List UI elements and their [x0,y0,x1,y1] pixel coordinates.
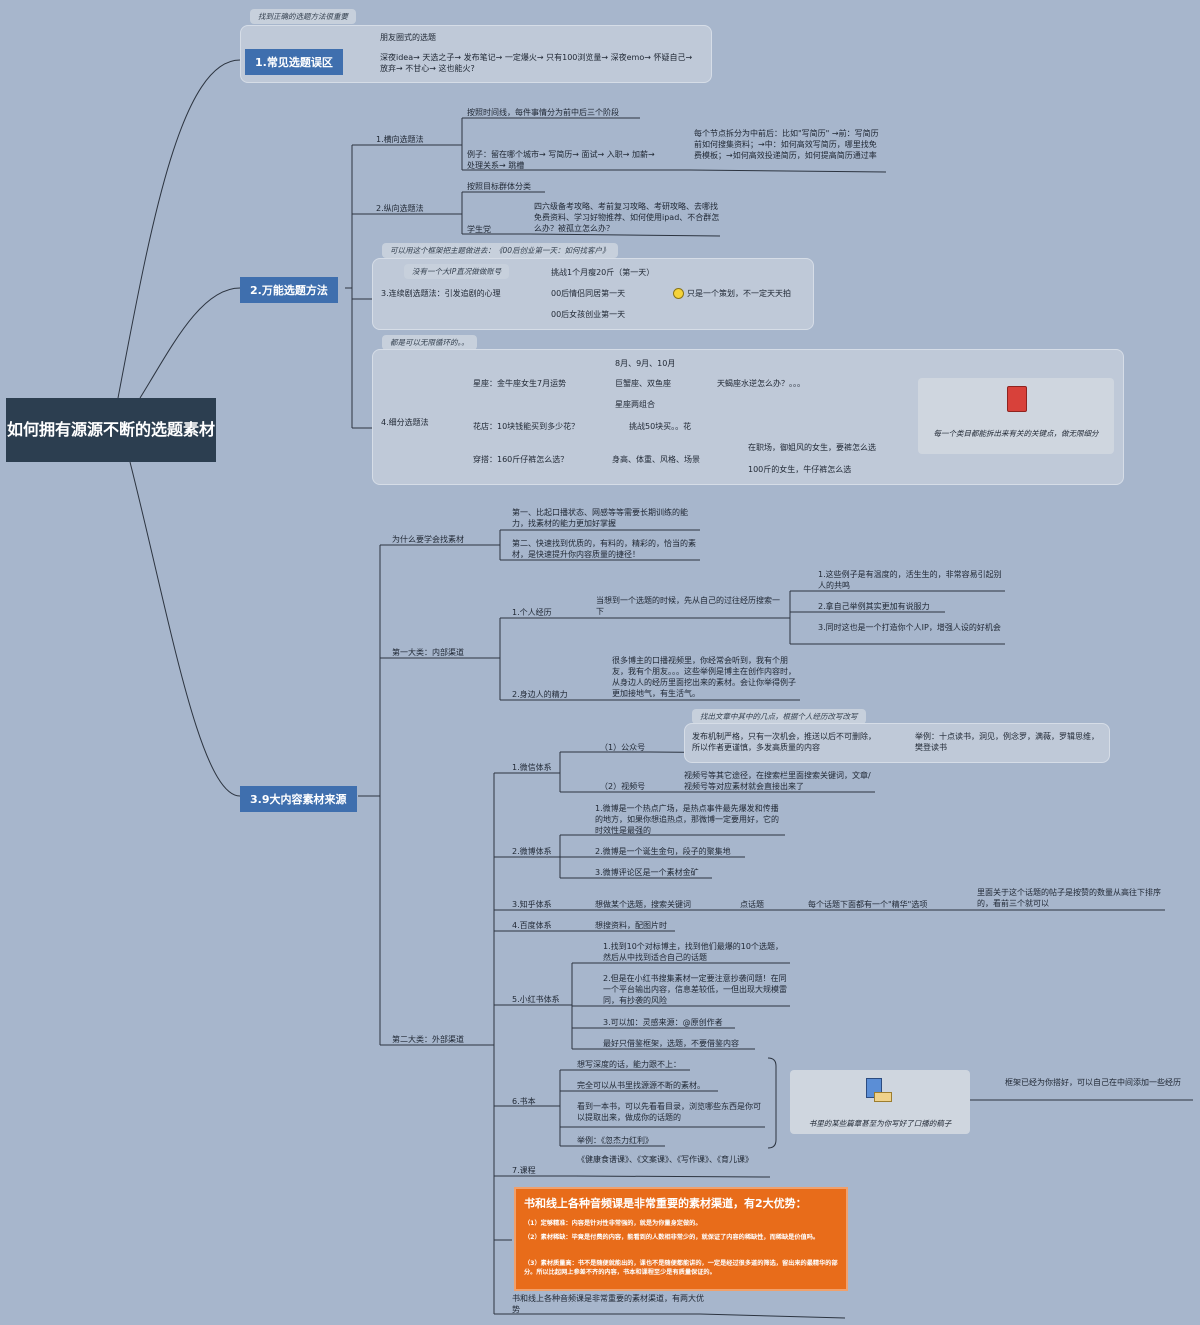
b3-zh-d: 里面关于这个话题的帖子是按赞的数量从高往下排序的，看前三个就可以 [977,888,1161,908]
b2-s3-b: 00后情侣同居第一天 [551,289,626,298]
b2-s4-a1: 8月、9月、10月 [615,359,676,368]
b3-xhs-d: 最好只借鉴框架，选题，不要借鉴内容 [603,1039,739,1048]
promo-line-1: （1）定够精准：内容是针对性非常强的，就是为你量身定做的。 [524,1220,702,1227]
b1-item2: 深夜idea→ 天选之子→ 发布笔记→ 一定爆火→ 只有100浏览量→ 深夜em… [380,53,693,73]
b3-xhs-a: 1.找到10个对标博主，找到他们最爆的10个选题，然后从中找到适合自己的话题 [603,942,783,962]
book-stack-icon [874,1092,892,1102]
b2-topic[interactable]: 2.万能选题方法 [240,277,338,303]
b3-book-a: 想写深度的话，能力跟不上： [577,1060,681,1069]
b2-s4-c: 穿搭：160斤仔裤怎么选？ [473,455,569,464]
root-topic-label: 如何拥有源源不断的选题素材 [6,420,215,439]
lightbulb-icon [673,288,684,299]
b3-cat1-label: 第一大类：内部渠道 [392,648,464,657]
b2-s4-b1: 挑战50块买。。花 [629,422,692,431]
b3-wx-gzh: （1）公众号 [600,743,646,752]
b2-s4-a4: 天蝎座水逆怎么办？。。。 [717,379,805,388]
b2-s1-a: 按照时间线，每件事情分为前中后三个阶段 [467,108,619,117]
b3-book-c: 看到一本书，可以先看看目录，浏览哪些东西是你可以提取出来，做成你的话题的 [577,1102,761,1122]
b3-wx-gzh-b: 举例：十点读书，洞见，例念罗，满薇，罗辑思维，樊登读书 [915,732,1099,752]
b3-cat1-p1-b: 1.这些例子是有温度的，活生生的，非常容易引起别人的共鸣 [818,570,1002,590]
b3-wx-sph-a: 视频号等其它途径，在搜索栏里面搜索关键词，文章/视频号等对应素材就会直接出来了 [684,771,871,791]
b3-bd-a: 想搜资料，配图片时 [595,921,667,930]
b3-cat1-p1-label: 1.个人经历 [512,608,552,617]
b3-zh-a: 想做某个选题，搜索关键词 [595,900,691,909]
b1-item1: 朋友圈式的选题 [380,33,436,42]
b2-s4-a2: 巨蟹座、双鱼座 [615,379,671,388]
b2-s2-c: 四六级备考攻略、考前复习攻略、考研攻略、去哪找免费资料、学习好物推荐、如何使用i… [534,202,720,233]
b3-cat1-p1-a: 当想到一个选题的时候，先从自己的过往经历搜索一下 [596,596,780,616]
b3-xhs-b: 2.但是在小红书搜集素材一定要注意抄袭问题！在同一个平台输出内容，信息差较低，一… [603,974,787,1005]
b3-cat2-label: 第二大类：外部渠道 [392,1035,464,1044]
promo-heading: 书和线上各种音频课是非常重要的素材渠道，有2大优势： [524,1197,807,1210]
b3-wx-gzh-a: 发布机制严格，只有一次机会，推送以后不可删除，所以作者更谨慎，多发高质量的内容 [692,732,876,752]
promo-box: 书和线上各种音频课是非常重要的素材渠道，有2大优势： （1）定够精准：内容是针对… [514,1187,848,1291]
b2-s3-note: 可以用这个框架把主题做进去：《00后创业第一天：如何找客户》 [382,243,618,258]
b2-s3-a: 挑战1个月瘦20斤（第一天） [551,268,655,277]
b2-s1-label: 1.横向选题法 [376,135,424,144]
b2-s4-c1: 身高、体重、风格、场景 [612,455,700,464]
b3-cat1-p2-a: 很多博主的口播视频里，你经常会听到，我有个朋友，我有个朋友。。。这些举例是博主在… [612,656,796,698]
book-icon [1007,386,1027,412]
b2-s1-b: 例子：留在哪个城市→ 写简历→ 面试→ 入职→ 加薪→ 处理关系→ 跳槽 [467,150,655,170]
b3-book-b: 完全可以从书里找源源不断的素材。 [577,1081,705,1090]
b3-wx-panel [684,723,1110,763]
b2-s3-label: 3.连续剧选题法：引发追剧的心理 [381,289,501,298]
b3-wb-b: 2.微博是一个诞生金句，段子的聚集地 [595,847,731,856]
b3-wb-label: 2.微博体系 [512,847,552,856]
root-topic[interactable]: 如何拥有源源不断的选题素材 [6,398,216,462]
b2-s4-card-text: 每一个类目都能拆出来有关的关键点，做无限细分 [933,429,1099,438]
b3-course-label: 7.课程 [512,1166,536,1175]
b3-wx-note: 找出文章中其中的几点，根据个人经历改写改写 [692,709,866,724]
b3-bd-label: 4.百度体系 [512,921,552,930]
b3-topic[interactable]: 3.9大内容素材来源 [240,786,357,812]
b3-book-card: 书里的某些篇章甚至为你写好了口播的稿子 [790,1070,970,1134]
promo-line-2: （2）素材稀缺：毕竟是付费的内容，能看到的人数相非常少的，就保证了内容的稀缺性，… [524,1234,820,1241]
b2-s2-a: 按照目标群体分类 [467,182,531,191]
b3-wb-c: 3.微博评论区是一个素材金矿 [595,868,699,877]
b3-course-a: 《健康食谱课》、《文案课》、《写作课》、《育儿课》 [577,1155,753,1164]
b2-s3-sub: 没有一个大IP直况做做账号 [404,264,510,279]
b1-note: 找到正确的选题方法很重要 [250,9,356,24]
b3-cat1-p2-label: 2.身边人的精力 [512,690,568,699]
b2-s4-c2: 在职场，御姐风的女生，要裤怎么选 [748,443,876,452]
b3-book-d: 举例：《忽杰力红利》 [577,1136,653,1145]
b2-s4-b: 花店：10块钱能买到多少花？ [473,422,580,431]
b2-s2-label: 2.纵向选题法 [376,204,424,213]
b3-zh-b: 点话题 [740,900,764,909]
b3-why-a: 第一、比起口播状态、网感等等需要长期训练的能力，找素材的能力更加好掌握 [512,508,688,528]
b3-wx-label: 1.微信体系 [512,763,552,772]
b2-s4-note: 都是可以无限循环的。。 [382,335,477,350]
b2-s2-b: 学生党 [467,225,491,234]
b2-s4-a3: 星座两组合 [615,400,655,409]
b3-zh-label: 3.知乎体系 [512,900,552,909]
b3-cat1-p1-c: 2.拿自己举例其实更加有说服力 [818,602,930,611]
b3-xhs-c: 3.可以加：灵感来源：@原创作者 [603,1018,723,1027]
b3-book-card-text: 书里的某些篇章甚至为你写好了口播的稿子 [808,1119,952,1128]
b3-zh-c: 每个话题下面都有一个"精华"选项 [808,900,928,909]
b1-topic[interactable]: 1.常见选题误区 [245,49,343,75]
b2-s4-label: 4.细分选题法 [381,418,429,427]
b3-why-b: 第二、快速找到优质的，有料的，精彩的，恰当的素材，是快速提升你内容质量的捷径！ [512,539,696,559]
b3-cat1-p1-d: 3.同时这也是一个打造你个人IP，增强人设的好机会 [818,623,1001,632]
b3-xhs-label: 5.小红书体系 [512,995,560,1004]
b3-wx-sph: （2）视频号 [600,782,646,791]
b2-s3-c: 00后女孩创业第一天 [551,310,626,319]
b3-book-side: 框架已经为你搭好，可以自己在中间添加一些经历 [1005,1078,1181,1087]
b2-s1-c: 每个节点拆分为中前后：比如"写简历" →前：写简历前如何搜集资料；→中：如何高效… [694,129,879,160]
b2-s4-a: 星座：金牛座女生7月运势 [473,379,567,388]
b3-why-label: 为什么要学会找素材 [392,535,464,544]
b2-s4-card: 每一个类目都能拆出来有关的关键点，做无限细分 [918,378,1114,454]
b3-book-label: 6.书本 [512,1097,536,1106]
promo-line-3: （3）素材质量高：书不是随便就能出的，课也不是随便都能讲的，一定是经过很多道的筛… [524,1260,838,1276]
promo-caption: 书和线上各种音频课是非常重要的素材渠道，有两大优势 [512,1294,704,1314]
b3-wb-a: 1.微博是一个热点广场，是热点事件最先爆发和传播的地方，如果你想追热点，那微博一… [595,804,779,835]
b2-s4-c3: 100斤的女生，牛仔裤怎么选 [748,465,852,474]
b2-s3-d: 只是一个策划，不一定天天拍 [687,289,791,298]
